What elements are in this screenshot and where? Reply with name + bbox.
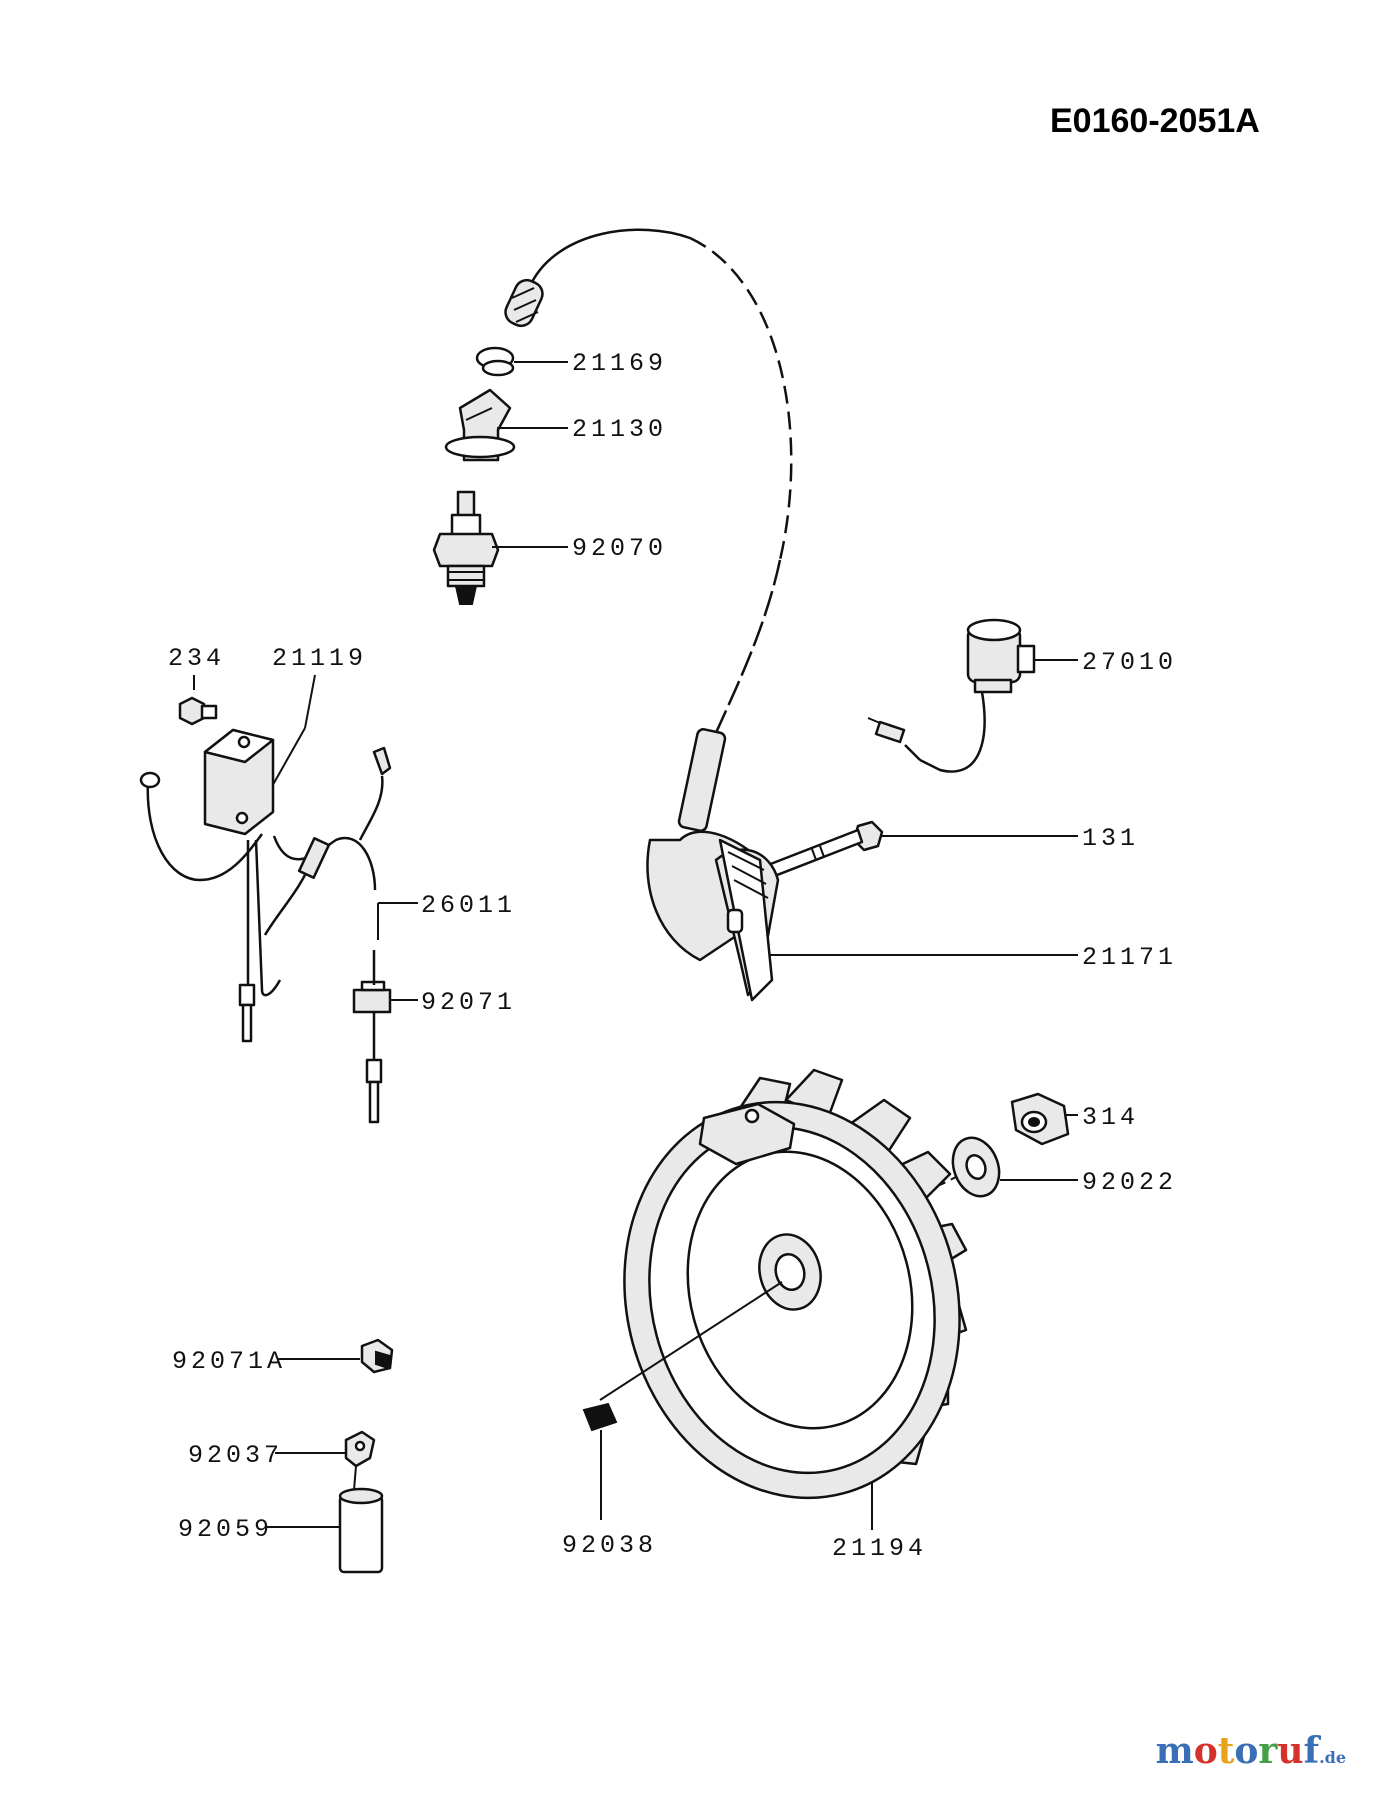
label-234: 234 [168,644,225,673]
part-labels: 21169 21130 92070 234 21119 27010 131 26… [168,349,1177,1563]
igniter-module-21119[interactable] [203,728,275,836]
label-92038: 92038 [562,1531,657,1560]
nut-314[interactable] [1010,1092,1070,1146]
label-21194: 21194 [832,1534,927,1563]
label-27010: 27010 [1082,648,1177,677]
watermark-letter: u [1277,1730,1304,1772]
label-92070: 92070 [572,534,667,563]
leader-lines [193,361,1078,1530]
spring-21169[interactable] [502,276,547,330]
key-92038[interactable] [582,1402,618,1432]
label-131: 131 [1082,824,1139,853]
watermark-letter: o [1193,1730,1218,1772]
ht-lead-wire-dashed [689,236,793,561]
watermark-letter: r [1258,1730,1278,1772]
label-92022: 92022 [1082,1168,1177,1197]
label-314: 314 [1082,1103,1139,1132]
motoruf-watermark-logo: motoruf.de [1156,1730,1346,1772]
label-21169: 21169 [572,349,667,378]
label-21171: 21171 [1082,943,1177,972]
label-21119: 21119 [272,644,367,673]
clip-ring[interactable] [475,346,515,377]
watermark-letter: o [1234,1730,1259,1772]
terminal-left [238,983,256,1043]
label-92071A: 92071A [172,1347,286,1376]
clip-92037[interactable] [344,1430,376,1491]
label-92037: 92037 [188,1441,283,1470]
watermark-letter: t [1217,1730,1235,1772]
watermark-suffix: .de [1319,1748,1346,1767]
ignition-coil-21171[interactable] [646,728,780,1002]
label-26011: 26011 [421,891,516,920]
label-92071: 92071 [421,988,516,1017]
cap-92059[interactable] [338,1487,384,1574]
lead-26011[interactable] [263,746,392,936]
plug-cap-21130[interactable] [444,388,516,462]
diagram-code: E0160-2051A [1050,102,1260,140]
grommet-92071[interactable] [352,950,392,1124]
washer-92022[interactable] [939,1131,1007,1202]
watermark-letter: m [1155,1730,1194,1772]
spark-plug-92070[interactable] [432,490,500,605]
igniter-lead-wire-2 [254,839,282,997]
switch-27010[interactable] [867,618,1036,773]
grommet-92071A[interactable] [360,1338,394,1374]
ground-eyelet [139,771,161,789]
ht-lead-wire-lower [713,559,782,736]
flywheel-21194[interactable] [581,1064,1003,1536]
bolt-234[interactable] [178,696,218,726]
label-92059: 92059 [178,1515,273,1544]
watermark-letter: f [1303,1730,1320,1772]
ht-lead-wire [530,228,691,283]
label-21130: 21130 [572,415,667,444]
